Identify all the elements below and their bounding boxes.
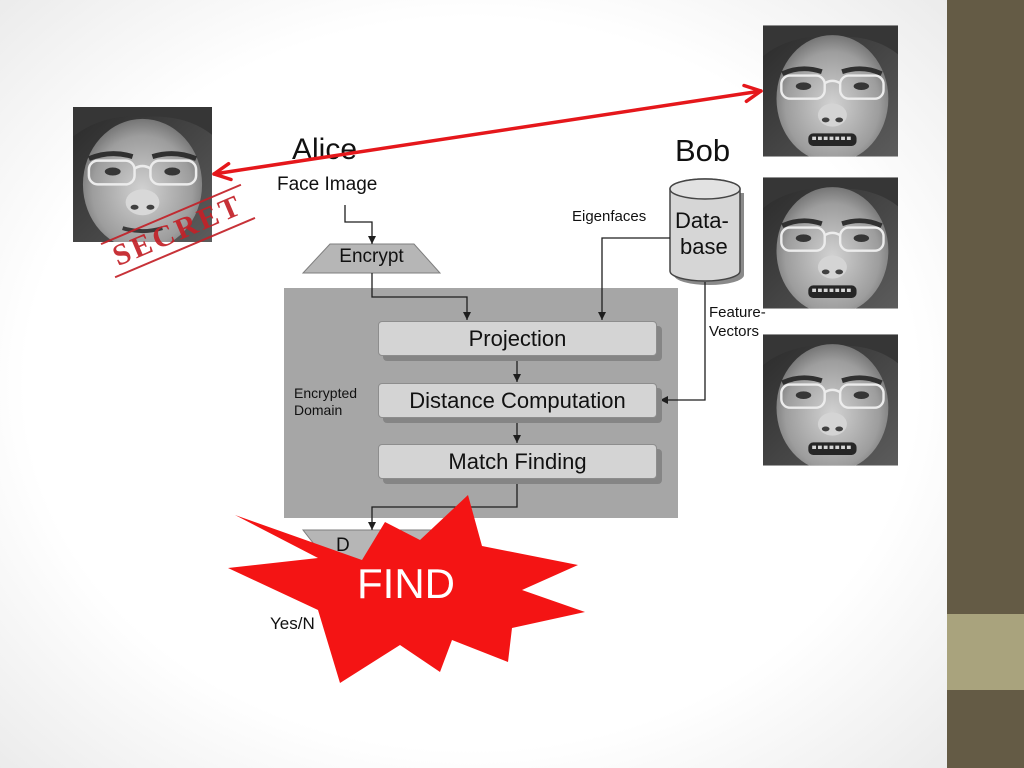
bob-face-photo-1 — [763, 23, 898, 159]
eigenfaces-label: Eigenfaces — [572, 208, 647, 225]
encrypted-domain-label-line-2: Domain — [294, 402, 343, 418]
exchange-arrow-head-left — [212, 161, 233, 182]
feature-vectors-label: Feature- Vectors — [709, 303, 766, 341]
bob-face-photo-2 — [763, 175, 898, 311]
connector-face-image-to-encrypt — [344, 205, 376, 244]
face-image-label: Face Image — [277, 174, 378, 195]
alice-name: Alice — [292, 133, 358, 166]
feature-vectors-label-line-2: Vectors — [709, 323, 760, 340]
database-label-line-2: base — [680, 234, 728, 259]
result-label: Yes/N — [270, 614, 315, 633]
encrypted-domain-label-line-1: Encrypted — [294, 385, 358, 401]
bob-name: Bob — [675, 133, 731, 168]
output-stage-label: D — [336, 535, 350, 556]
bob-face-photo-3 — [763, 332, 898, 468]
sidebar-bar — [947, 0, 1024, 768]
match-finding-step: Match Finding — [378, 444, 657, 479]
projection-step: Projection — [378, 321, 657, 356]
encrypt-label: Encrypt — [339, 246, 404, 267]
find-callout-text: FIND — [357, 560, 455, 607]
output-stage-trapezoid — [301, 529, 442, 563]
encrypted-domain-label: Encrypted Domain — [294, 385, 357, 419]
feature-vectors-label-line-1: Feature- — [709, 304, 766, 321]
sidebar-accent-block — [947, 614, 1024, 690]
database-label: Data- base — [675, 208, 729, 260]
exchange-arrow-head-right — [742, 83, 763, 104]
distance-computation-step: Distance Computation — [378, 383, 657, 418]
database-label-line-1: Data- — [675, 208, 729, 233]
